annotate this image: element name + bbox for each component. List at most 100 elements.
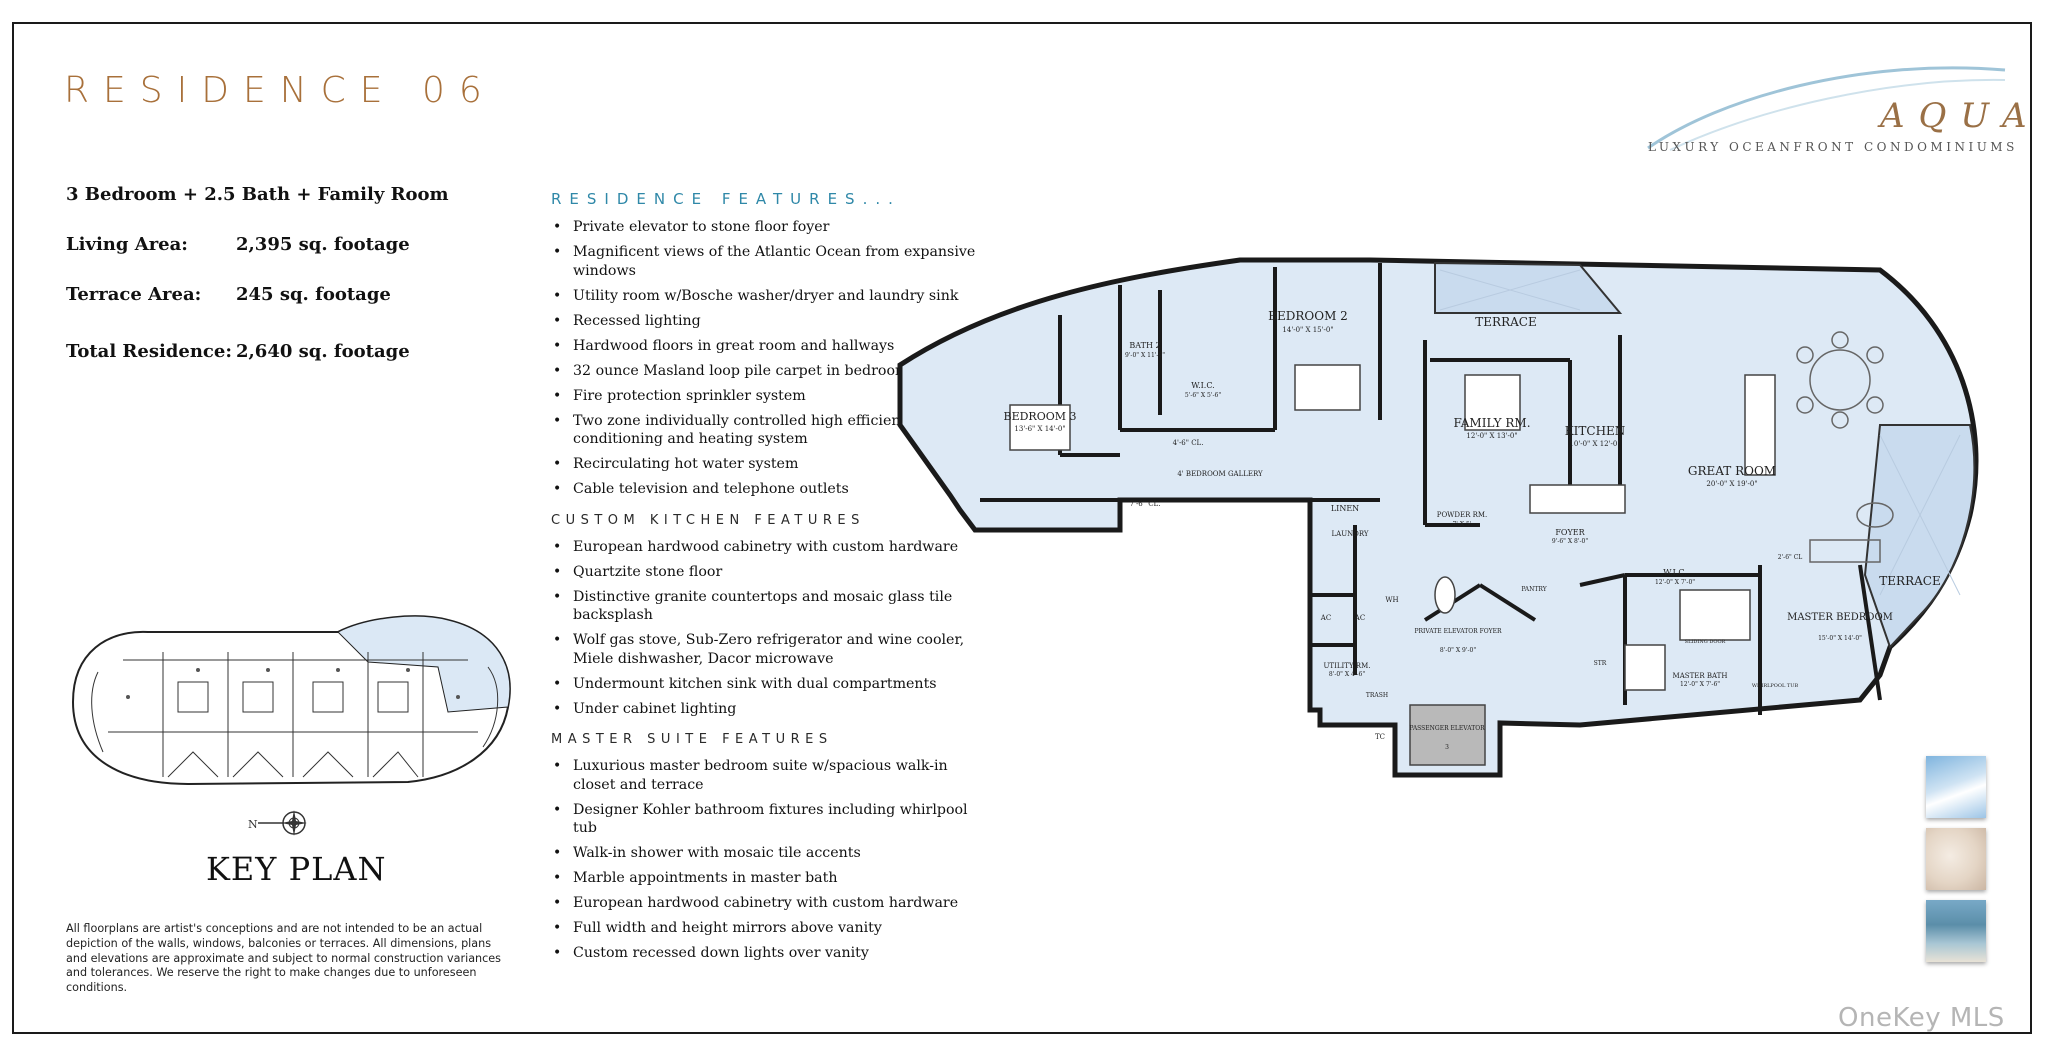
aqua-wave-logo <box>1647 66 2006 151</box>
stat-label: Living Area: <box>66 234 188 255</box>
room-label-kitchen: KITCHEN <box>1565 424 1626 438</box>
room-label-closet3: 2'-6" CL <box>1778 554 1803 561</box>
room-label-master-bedroom: MASTER BEDROOM <box>1787 612 1893 623</box>
terrace-area-row: Terrace Area: 245 sq. footage <box>66 284 391 305</box>
key-plan-diagram <box>71 615 511 786</box>
list-item: Two zone individually controlled high ef… <box>551 412 991 449</box>
brand-tagline: LUXURY OCEANFRONT CONDOMINIUMS <box>1648 140 2018 154</box>
section-heading: RESIDENCE FEATURES... <box>551 190 901 208</box>
brand-name: AQUA <box>1880 96 2041 136</box>
room-label-closet1: 4'-6" CL. <box>1173 439 1204 447</box>
room-dim-foyer: 9'-6" X 8'-0" <box>1552 538 1588 545</box>
total-residence-row: Total Residence:2,640 sq. footage <box>66 341 410 362</box>
room-dim-master-bath: 12'-0" X 7'-6" <box>1680 681 1720 688</box>
list-item: Hardwood floors in great room and hallwa… <box>551 337 991 356</box>
room-label-terrace-right: TERRACE <box>1879 574 1940 588</box>
stat-value: 2,640 sq. footage <box>236 341 410 362</box>
room-label-family: FAMILY RM. <box>1453 416 1530 430</box>
room-label-whirlpool: WHIRLPOOL TUB <box>1752 683 1799 689</box>
room-label-tc: TC <box>1375 733 1385 741</box>
list-item: Utility room w/Bosche washer/dryer and l… <box>551 287 991 306</box>
list-item: Distinctive granite countertops and mosa… <box>551 588 991 625</box>
room-dim-powder: 7' X 5' <box>1452 521 1471 528</box>
residence-title: RESIDENCE 06 <box>64 70 496 111</box>
ocean-swatch-image <box>1926 900 1986 962</box>
list-item: Custom recessed down lights over vanity <box>551 944 991 963</box>
room-label-sliding-door: SLIDING DOOR <box>1685 639 1726 645</box>
north-arrow-icon: N <box>248 810 307 836</box>
residence-features-list: Private elevator to stone floor foyer Ma… <box>551 218 991 499</box>
room-label-bedroom3: BEDROOM 3 <box>1003 410 1076 423</box>
room-label-terrace-top: TERRACE <box>1475 315 1536 329</box>
sky-swatch-image <box>1926 756 1986 818</box>
room-label-pantry: PANTRY <box>1521 586 1547 593</box>
list-item: Magnificent views of the Atlantic Ocean … <box>551 243 991 280</box>
list-item: Walk-in shower with mosaic tile accents <box>551 844 991 863</box>
room-label-str: STR <box>1594 660 1607 667</box>
room-label-great-room: GREAT ROOM <box>1688 464 1776 478</box>
list-item: Private elevator to stone floor foyer <box>551 218 991 237</box>
list-item: 32 ounce Masland loop pile carpet in bed… <box>551 362 991 381</box>
list-item: Recessed lighting <box>551 312 991 331</box>
room-label-ac2: AC <box>1354 614 1365 622</box>
list-item: Marble appointments in master bath <box>551 869 991 888</box>
svg-text:N: N <box>248 818 258 831</box>
room-dim-bedroom2: 14'-0" X 15'-0" <box>1282 326 1333 334</box>
disclaimer-text: All floorplans are artist's conceptions … <box>66 922 502 995</box>
list-item: Undermount kitchen sink with dual compar… <box>551 675 991 694</box>
key-plan-label: KEY PLAN <box>206 850 387 888</box>
watermark: OneKey MLS <box>1838 1003 2005 1033</box>
room-label-master-bath: MASTER BATH <box>1673 672 1728 680</box>
room-label-laundry: LAUNDRY <box>1331 530 1368 538</box>
unit-headline: 3 Bedroom + 2.5 Bath + Family Room <box>66 184 449 205</box>
room-dim-private-elevator: 8'-0" X 9'-0" <box>1440 647 1476 654</box>
room-dim-master-bedroom: 15'-0" X 14'-0" <box>1818 635 1862 642</box>
page-border <box>12 22 2032 1034</box>
room-label-ac1: AC <box>1320 614 1331 622</box>
room-dim-kitchen: 10'-0" X 12'-0" <box>1569 440 1620 448</box>
room-label-powder: POWDER RM. <box>1437 511 1488 519</box>
room-label-gallery: 4' BEDROOM GALLERY <box>1177 470 1263 478</box>
room-label-wic-master: W.I.C. <box>1663 568 1686 577</box>
room-dim-wic-master: 12'-0" X 7'-0" <box>1655 579 1695 586</box>
room-dim-wic: 5'-6" X 5'-6" <box>1185 392 1221 399</box>
room-label-wic: W.I.C. <box>1191 381 1214 390</box>
list-item: European hardwood cabinetry with custom … <box>551 538 991 557</box>
floor-plan-diagram: TERRACE TERRACE BEDROOM 2 14'-0" X 15'-0… <box>897 257 1979 778</box>
features-column: RESIDENCE FEATURES... Private elevator t… <box>551 190 991 977</box>
list-item: Under cabinet lighting <box>551 700 991 719</box>
list-item: Full width and height mirrors above vani… <box>551 919 991 938</box>
room-label-private-elevator: PRIVATE ELEVATOR FOYER <box>1414 628 1502 635</box>
section-heading: CUSTOM KITCHEN FEATURES <box>551 512 865 528</box>
list-item: Designer Kohler bathroom fixtures includ… <box>551 801 991 838</box>
room-dim-bath2: 9'-0" X 11'-0" <box>1125 352 1165 359</box>
room-label-foyer: FOYER <box>1555 528 1585 537</box>
sand-swatch-image <box>1926 828 1986 890</box>
room-dim-great-room: 20'-0" X 19'-0" <box>1706 480 1757 488</box>
list-item: Fire protection sprinkler system <box>551 387 991 406</box>
room-label-linen: LINEN <box>1331 504 1359 513</box>
stat-value: 2,395 sq. footage <box>236 234 410 255</box>
list-item: Recirculating hot water system <box>551 455 991 474</box>
room-dim-family: 12'-0" X 13'-0" <box>1466 432 1517 440</box>
room-label-trash: TRASH <box>1366 692 1388 699</box>
stat-label: Total Residence: <box>66 341 232 362</box>
stat-value: 245 sq. footage <box>236 284 391 305</box>
room-label-elevator-number: 3 <box>1445 744 1449 751</box>
room-label-utility: UTILITY RM. <box>1324 662 1371 670</box>
room-label-wh: WH <box>1385 596 1398 604</box>
stat-label: Terrace Area: <box>66 284 202 305</box>
list-item: Luxurious master bedroom suite w/spaciou… <box>551 757 991 794</box>
master-features-list: Luxurious master bedroom suite w/spaciou… <box>551 757 991 963</box>
room-dim-utility: 8'-0" X 4'-6" <box>1329 671 1365 678</box>
list-item: Quartzite stone floor <box>551 563 991 582</box>
room-label-bath2: BATH 2 <box>1129 341 1160 350</box>
room-dim-bedroom3: 13'-6" X 14'-0" <box>1014 425 1065 433</box>
room-label-closet2: 7'-6" CL. <box>1130 500 1161 508</box>
list-item: Cable television and telephone outlets <box>551 480 991 499</box>
room-label-bedroom2: BEDROOM 2 <box>1268 309 1348 323</box>
list-item: European hardwood cabinetry with custom … <box>551 894 991 913</box>
kitchen-features-list: European hardwood cabinetry with custom … <box>551 538 991 719</box>
section-heading: MASTER SUITE FEATURES <box>551 732 833 747</box>
room-label-passenger-elevator: PASSENGER ELEVATOR <box>1409 725 1485 732</box>
